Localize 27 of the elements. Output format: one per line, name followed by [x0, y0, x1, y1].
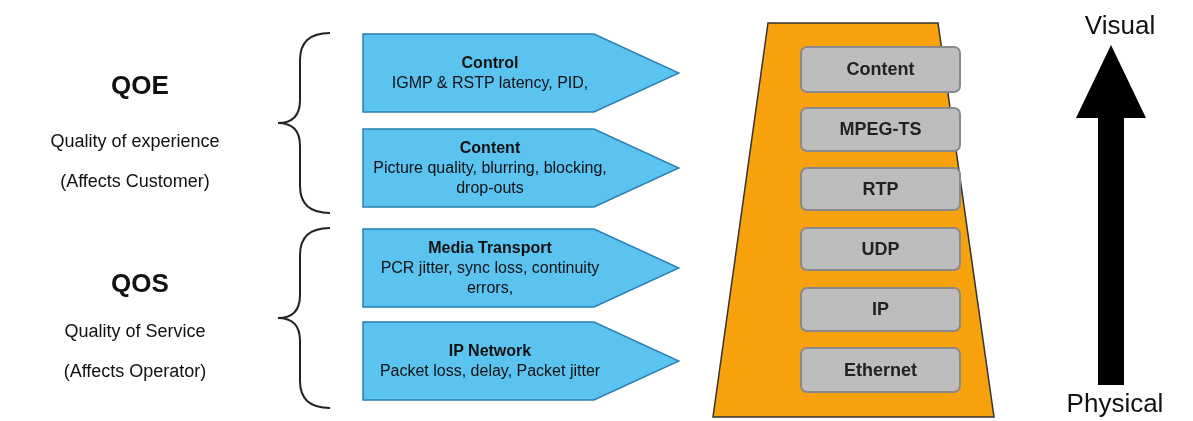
group-note: (Affects Operator) [62, 360, 208, 383]
group-subtitle: Quality of experience [49, 130, 221, 153]
layer-box: Content [800, 46, 961, 93]
layer-box: MPEG-TS [800, 107, 961, 152]
layer-box: IP [800, 287, 961, 332]
box-text: PCR jitter, sync loss, continuity errors, [379, 258, 601, 298]
pentagon-arrow-box [362, 228, 680, 308]
pentagon-arrow-box [362, 128, 680, 208]
box-heading: Control [461, 53, 519, 73]
layer-box: UDP [800, 227, 961, 271]
axis-label: Physical [1065, 387, 1165, 420]
box-text: Picture quality, blurring, blocking, drop-outs [372, 158, 608, 198]
pentagon-arrow-box [362, 33, 680, 113]
group-note: (Affects Customer) [59, 170, 211, 193]
box-text: IGMP & RSTP latency, PID, [391, 73, 589, 93]
layer-box: Ethernet [800, 347, 961, 393]
axis-label: Visual [1083, 9, 1157, 42]
group-subtitle: Quality of Service [63, 320, 207, 343]
box-heading: Content [459, 138, 521, 158]
pentagon-arrow-box [362, 321, 680, 401]
layer-box: RTP [800, 167, 961, 211]
box-heading: IP Network [448, 341, 532, 361]
box-text: Packet loss, delay, Packet jitter [379, 361, 601, 381]
group-heading: QOS [110, 268, 170, 298]
box-heading: Media Transport [428, 238, 552, 258]
group-heading: QOE [110, 70, 170, 100]
trapezoid-shape [712, 22, 995, 418]
